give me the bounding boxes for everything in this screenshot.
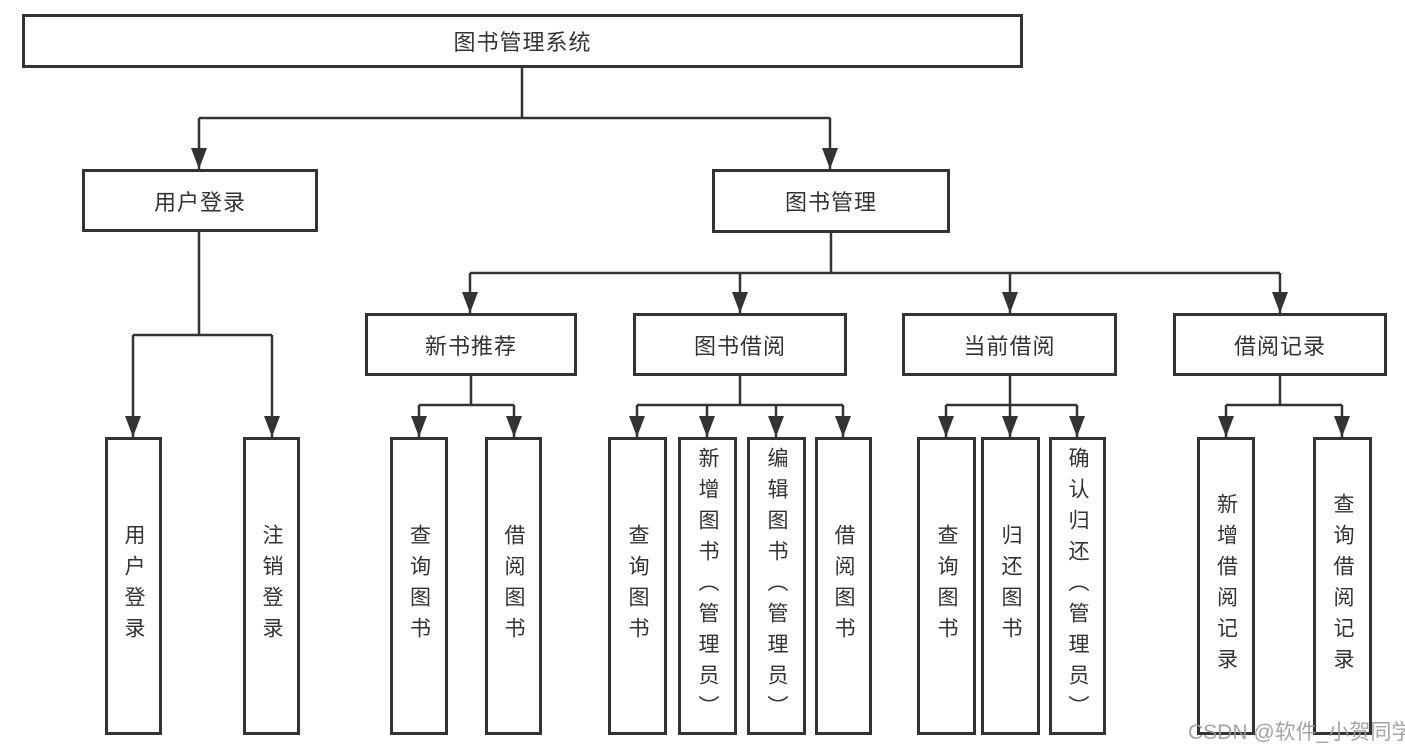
node-leaf-query-books-recommend: 查询图书: [390, 437, 448, 735]
node-leaf-user-login: 用户登录: [105, 437, 162, 735]
spine-user-login: [133, 232, 272, 337]
node-leaf-query-borrow-record: 查询借阅记录: [1313, 437, 1372, 735]
spine-book-management: [470, 233, 1280, 275]
node-leaf-add-book-admin: 新增图书（管理员）: [678, 437, 737, 735]
node-label: 用户登录: [122, 524, 145, 648]
node-new-book-recommend: 新书推荐: [365, 313, 577, 376]
node-leaf-confirm-return-admin: 确认归还（管理员）: [1049, 437, 1106, 735]
node-label: 查询借阅记录: [1331, 493, 1354, 679]
node-label: 新增借阅记录: [1214, 493, 1238, 679]
node-label: 图书借阅: [693, 333, 786, 359]
node-label: 当前借阅: [963, 333, 1056, 359]
node-label: 用户登录: [153, 189, 246, 215]
node-leaf-edit-book-admin: 编辑图书（管理员）: [747, 437, 806, 735]
node-leaf-borrow-books-recommend: 借阅图书: [485, 437, 542, 735]
node-leaf-logout: 注销登录: [243, 437, 300, 735]
node-leaf-add-borrow-record: 新增借阅记录: [1197, 437, 1255, 735]
spine-borrow-records: [1226, 376, 1342, 407]
node-label: 借阅图书: [832, 524, 855, 648]
node-leaf-query-books-current: 查询图书: [917, 437, 976, 735]
node-label: 图书管理系统: [453, 30, 592, 55]
node-label: 新书推荐: [424, 333, 517, 359]
spine-new-book-recommend: [419, 376, 514, 407]
node-label: 新增图书（管理员）: [696, 446, 719, 726]
node-leaf-borrow-books: 借阅图书: [815, 437, 872, 735]
node-library-system-root: 图书管理系统: [22, 14, 1023, 68]
node-label: 查询图书: [626, 524, 649, 648]
node-label: 借阅记录: [1233, 333, 1326, 359]
node-book-management: 图书管理: [712, 169, 950, 233]
spine-book-borrow: [637, 376, 843, 407]
node-label: 注销登录: [260, 524, 283, 648]
node-leaf-return-book: 归还图书: [981, 437, 1040, 735]
node-label: 确认归还（管理员）: [1066, 446, 1089, 726]
csdn-watermark: CSDN @软件_小贺同学: [1188, 721, 1405, 744]
node-label: 查询图书: [407, 524, 431, 648]
node-label: 图书管理: [784, 190, 877, 215]
node-leaf-query-books-borrow: 查询图书: [608, 437, 667, 735]
spine-root: [199, 68, 830, 120]
node-borrow-records: 借阅记录: [1173, 313, 1387, 376]
node-user-login: 用户登录: [82, 169, 318, 232]
node-label: 归还图书: [999, 524, 1022, 648]
spine-current-borrow: [946, 376, 1077, 407]
node-label: 编辑图书（管理员）: [765, 446, 788, 726]
node-label: 查询图书: [935, 524, 958, 648]
node-book-borrow: 图书借阅: [633, 313, 847, 376]
node-label: 借阅图书: [502, 524, 525, 648]
node-current-borrow: 当前借阅: [902, 313, 1117, 376]
